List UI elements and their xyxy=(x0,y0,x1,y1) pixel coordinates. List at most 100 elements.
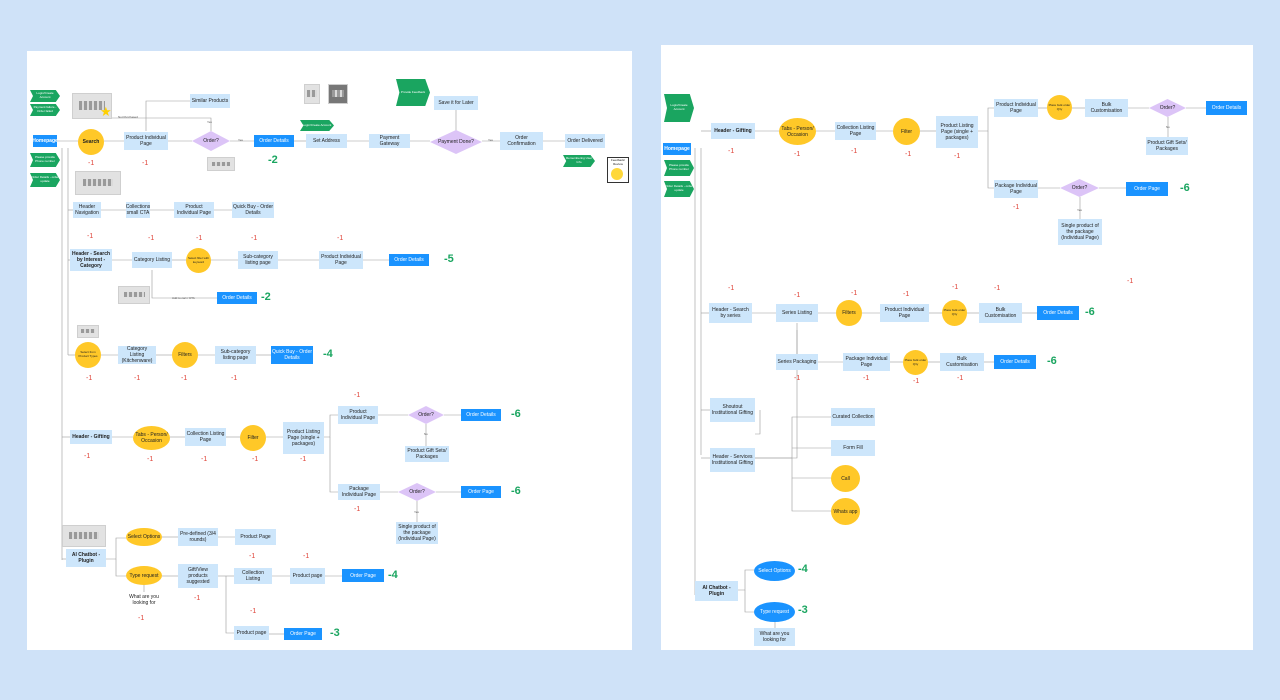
what-looking-node-right[interactable]: What are you looking for xyxy=(754,628,795,646)
select-options-node[interactable]: Select Options xyxy=(126,528,162,546)
quick-buy-node[interactable]: Quick Buy - Order Details xyxy=(232,202,274,218)
product-individual-page-node[interactable]: Product Individual Page xyxy=(124,132,168,150)
collections-cta-node[interactable]: Collections small CTA xyxy=(126,202,150,218)
sub-category-listing-node[interactable]: Sub-category listing page xyxy=(238,251,278,269)
ai-chatbot-node-right[interactable]: AI Chatbot - Plugin xyxy=(695,581,738,601)
minus-one: -1 xyxy=(252,456,259,463)
whats-app-node[interactable]: Whats app xyxy=(831,498,860,525)
gift-view-products-node[interactable]: Gift/View products suggested xyxy=(178,564,218,588)
save-for-later-node[interactable]: Save it for Later xyxy=(434,96,478,110)
header-search-interest-node[interactable]: Header - Search by Interest - Category xyxy=(70,249,112,271)
product-individual-page-node-4[interactable]: Product Individual Page xyxy=(338,406,378,424)
shoutout-institutional-gifting-node[interactable]: Shoutout Institutional Gifting xyxy=(710,398,755,422)
curated-collection-node[interactable]: Curated Collection xyxy=(831,408,875,426)
category-listing-kitchenware-node[interactable]: Category Listing (Kitchenware) xyxy=(118,346,156,364)
filter-keyword-node[interactable]: Select filter with keyword xyxy=(186,248,211,273)
product-individual-page-node-3[interactable]: Product Individual Page xyxy=(319,251,363,269)
order-details-node-right-2[interactable]: Order Details xyxy=(1037,306,1079,320)
select-product-types-node[interactable]: Select from Product Types xyxy=(75,342,101,368)
order-decision[interactable]: Order? xyxy=(192,131,230,151)
order-decision-2[interactable]: Order? xyxy=(408,406,444,424)
bulk-order-qty-node-1[interactable]: Place bulk order Q/ty xyxy=(1047,95,1072,120)
order-page-node-right[interactable]: Order Page xyxy=(1126,182,1168,196)
bulk-customisation-node-3[interactable]: Bulk Customisation xyxy=(940,353,984,371)
minus-one: -1 xyxy=(851,148,858,155)
score-right-1: -6 xyxy=(1180,182,1190,194)
order-page-node[interactable]: Order Page xyxy=(461,486,501,498)
bulk-order-qty-node-3[interactable]: Place bulk order Q/ty xyxy=(903,350,928,375)
filters-node-right[interactable]: Filters xyxy=(836,300,862,326)
minus-one: -1 xyxy=(794,292,801,299)
score-right-5: -3 xyxy=(798,604,808,616)
order-page-node-2[interactable]: Order Page xyxy=(342,569,384,582)
single-product-package-node-right[interactable]: Single product of the package (Individua… xyxy=(1058,219,1102,245)
flag-login-create-account-right: Login/Create Account xyxy=(664,94,694,122)
filters-node[interactable]: Filters xyxy=(172,342,198,368)
form-fill-node[interactable]: Form Fill xyxy=(831,440,875,456)
order-decision-3[interactable]: Order? xyxy=(398,483,436,501)
category-listing-node[interactable]: Category Listing xyxy=(132,252,172,268)
search-node[interactable]: Search xyxy=(78,129,104,155)
product-page-node-3[interactable]: Product page xyxy=(234,626,269,640)
type-request-node[interactable]: Type request xyxy=(126,566,162,585)
pre-defined-node[interactable]: Pre-defined (3/4 rounds) xyxy=(178,528,218,546)
minus-one: -1 xyxy=(249,553,256,560)
product-listing-page-node[interactable]: Product Listing Page (single + packages) xyxy=(283,422,324,454)
filter-node-right[interactable]: Filter xyxy=(893,118,920,145)
order-details-node[interactable]: Order Details xyxy=(254,135,294,147)
header-search-series-node[interactable]: Header - Search by series xyxy=(709,303,752,323)
order-decision-right-1[interactable]: Order? xyxy=(1149,99,1186,117)
bulk-customisation-node-2[interactable]: Bulk Customisation xyxy=(979,303,1022,323)
order-details-node-right-1[interactable]: Order Details xyxy=(1206,101,1247,115)
product-page-node[interactable]: Product Page xyxy=(235,529,276,545)
product-individual-page-node-2[interactable]: Product Individual Page xyxy=(174,202,214,218)
collection-listing-page-node-right[interactable]: Collection Listing Page xyxy=(835,122,876,140)
order-page-node-3[interactable]: Order Page xyxy=(284,628,322,640)
order-delivered-node[interactable]: Order Delivered xyxy=(565,134,605,148)
product-individual-page-node-right-2[interactable]: Product Individual Page xyxy=(880,304,929,322)
tabs-person-occasion-node-right[interactable]: Tabs - Person/ Occasion xyxy=(779,118,816,145)
collection-listing-page-node[interactable]: Collection Listing Page xyxy=(185,428,226,446)
order-details-node-2[interactable]: Order Details xyxy=(389,254,429,266)
minus-one: -1 xyxy=(134,375,141,382)
tabs-person-occasion-node[interactable]: Tabs - Person/ Occasion xyxy=(133,426,170,450)
order-confirmation-node[interactable]: Order Confirmation xyxy=(500,132,543,150)
homepage-node-right[interactable]: Homepage xyxy=(663,143,691,155)
type-request-node-right[interactable]: Type request xyxy=(754,602,795,622)
set-address-node[interactable]: Set Address xyxy=(306,134,347,148)
filter-node[interactable]: Filter xyxy=(240,425,266,451)
order-details-node-3[interactable]: Order Details xyxy=(217,292,257,304)
product-gift-sets-node-right[interactable]: Product Gift Sets/ Packages xyxy=(1146,137,1188,155)
single-product-package-node[interactable]: Single product of the package (Individua… xyxy=(396,522,438,544)
select-options-node-right[interactable]: Select Options xyxy=(754,561,795,581)
package-individual-page-node-right-2[interactable]: Package Individual Page xyxy=(843,353,890,371)
package-individual-page-node-right[interactable]: Package Individual Page xyxy=(994,180,1038,198)
homepage-node[interactable]: Homepage xyxy=(33,135,57,147)
header-navigation-node[interactable]: Header Navigation xyxy=(73,202,101,218)
product-page-node-2[interactable]: Product page xyxy=(290,568,325,584)
product-individual-page-node-right[interactable]: Product Individual Page xyxy=(994,99,1038,117)
minus-one: -1 xyxy=(300,456,307,463)
ai-chatbot-node[interactable]: AI Chatbot - Plugin xyxy=(66,549,106,567)
package-individual-page-node[interactable]: Package Individual Page xyxy=(338,484,380,500)
header-gifting-node[interactable]: Header - Gifting xyxy=(70,430,112,444)
product-gift-sets-node[interactable]: Product Gift Sets/ Packages xyxy=(405,446,449,462)
call-node[interactable]: Call xyxy=(831,465,860,492)
product-listing-page-node-right[interactable]: Product Listing Page (single + packages) xyxy=(936,116,978,148)
quick-buy-node-2[interactable]: Quick Buy - Order Details xyxy=(271,346,313,364)
bulk-customisation-node-1[interactable]: Bulk Customisation xyxy=(1085,99,1128,117)
minus-one: -1 xyxy=(196,235,203,242)
header-services-node[interactable]: Header - Services Institutional Gifting xyxy=(710,448,755,472)
series-listing-node[interactable]: Series Listing xyxy=(776,304,818,322)
minus-one: -1 xyxy=(794,151,801,158)
header-gifting-node-right[interactable]: Header - Gifting xyxy=(711,123,755,139)
collection-listing-node[interactable]: Collection Listing xyxy=(234,568,272,584)
series-packaging-node[interactable]: Series Packaging xyxy=(776,354,818,370)
similar-products-node[interactable]: Similar Products xyxy=(190,94,230,108)
sub-category-listing-node-2[interactable]: Sub-category listing page xyxy=(215,346,256,364)
bulk-order-qty-node-2[interactable]: Place bulk order Q/ty xyxy=(942,300,967,326)
order-details-node-right-3[interactable]: Order Details xyxy=(994,355,1036,369)
payment-gateway-node[interactable]: Payment Gateway xyxy=(369,134,410,148)
order-decision-right-2[interactable]: Order? xyxy=(1060,179,1099,197)
order-details-node-4[interactable]: Order Details xyxy=(461,409,501,421)
